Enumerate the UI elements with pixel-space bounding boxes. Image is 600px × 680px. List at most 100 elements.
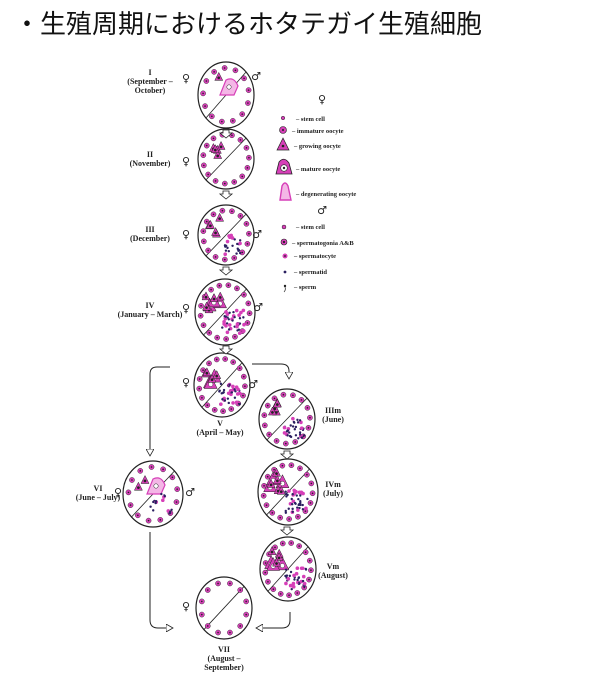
- growing-oocyte-mark: [268, 406, 277, 416]
- nucleus-mark: [239, 139, 242, 141]
- spermatid-mark: [302, 434, 306, 437]
- down-arrow: [218, 266, 234, 276]
- female-symbol: ♀: [182, 228, 190, 241]
- spermatid-mark: [235, 252, 238, 255]
- nucleus-mark: [268, 433, 270, 436]
- spermatid-mark: [237, 328, 241, 331]
- legend-male-label: – spermatogonia A&B: [291, 240, 354, 247]
- spermatocyte-mark: [235, 322, 240, 326]
- spermatid-mark: [287, 507, 290, 510]
- nucleus-mark: [213, 71, 215, 73]
- spermatid-mark: [230, 391, 234, 394]
- stage-numeral: IIIm: [325, 406, 341, 415]
- legend-male-label: – spermatid: [293, 269, 327, 276]
- nucleus-mark: [248, 156, 250, 159]
- spermatocyte-mark: [241, 308, 246, 313]
- spermatid-mark: [293, 428, 297, 431]
- legend-female-symbol: ♀: [318, 93, 326, 106]
- nucleus-mark: [311, 492, 314, 495]
- spermatid-mark: [284, 490, 287, 493]
- growing-oocyte-mark: [216, 140, 226, 150]
- nucleus-mark: [216, 336, 218, 339]
- female-symbol: ♀: [182, 376, 190, 389]
- nucleus-mark: [230, 408, 233, 410]
- spermatid-mark: [291, 510, 294, 514]
- flow-arrow: [149, 532, 172, 628]
- spermatocyte-mark: [225, 330, 230, 335]
- growing-oocyte-mark: [267, 546, 277, 555]
- spermatid-mark: [170, 508, 173, 511]
- nucleus-mark: [226, 84, 232, 90]
- nucleus-mark: [247, 102, 249, 104]
- gonad-stage-i: I(September –October)♀♂: [127, 61, 261, 129]
- nucleus-mark: [212, 137, 215, 140]
- nucleus-mark: [241, 113, 244, 115]
- nucleus-mark: [271, 512, 274, 514]
- nucleus-mark: [207, 173, 209, 176]
- spermatid-mark: [238, 402, 241, 406]
- spermatocyte-mark: [292, 573, 296, 578]
- nucleus-mark: [244, 385, 246, 388]
- sex-divider: [203, 586, 245, 630]
- nucleus-mark: [245, 147, 248, 149]
- spermatid-mark: [227, 401, 230, 405]
- spermatid-mark: [233, 396, 237, 399]
- growing-oocyte-mark: [140, 474, 150, 484]
- nucleus-mark: [275, 479, 279, 483]
- female-symbol: ♀: [182, 72, 190, 85]
- nucleus-mark: [246, 167, 249, 169]
- nucleus-mark: [153, 483, 159, 489]
- nucleus-mark: [284, 442, 287, 445]
- nucleus-mark: [275, 472, 278, 476]
- spermatid-mark: [238, 317, 242, 320]
- nucleus-mark: [202, 324, 205, 326]
- nucleus-mark: [298, 545, 300, 547]
- spermatocyte-mark: [298, 490, 302, 495]
- flow-arrow: [252, 363, 289, 378]
- spermatid-mark: [296, 421, 300, 424]
- spermatid-mark: [221, 398, 224, 401]
- nucleus-mark: [308, 559, 311, 562]
- growing-oocyte-mark: [202, 301, 211, 311]
- nucleus-mark: [131, 479, 133, 481]
- nucleus-mark: [208, 362, 210, 365]
- spermatid-mark: [226, 246, 229, 250]
- flow-arrow: [257, 612, 291, 628]
- spermatid-mark: [221, 326, 224, 329]
- spermatid-mark: [298, 506, 301, 510]
- spermatid-mark: [222, 391, 225, 394]
- nucleus-mark: [175, 501, 178, 503]
- stage-numeral: V: [217, 419, 223, 428]
- spermatocyte-mark: [231, 384, 235, 389]
- spermatocyte-mark: [241, 329, 246, 333]
- nucleus-mark: [263, 485, 265, 487]
- nucleus-mark: [238, 367, 241, 370]
- spermatid-mark: [223, 244, 227, 247]
- nucleus-mark: [221, 209, 224, 212]
- spermatid-mark: [286, 434, 289, 437]
- spermatocyte-mark: [237, 331, 242, 336]
- stage-period: (April – May): [196, 428, 243, 437]
- spermatid-mark: [224, 315, 227, 318]
- gonad-stage-iiim: IIIm(June): [258, 388, 344, 450]
- spermatocyte-mark: [282, 425, 287, 430]
- nucleus-mark: [269, 483, 273, 487]
- gonad-stage-vii: VII(August –September)♀: [182, 576, 253, 672]
- spermatocyte-mark: [225, 239, 230, 244]
- nucleus-mark: [176, 488, 178, 490]
- gonad-stage-v: V(April – May)♀♂: [182, 352, 258, 437]
- nucleus-mark: [159, 519, 162, 521]
- nucleus-mark: [218, 284, 221, 287]
- spermatid-mark: [231, 244, 234, 247]
- spermatid-mark: [163, 494, 167, 498]
- nucleus-mark: [198, 378, 201, 380]
- spermatid-mark: [238, 239, 242, 242]
- stage-period: (August): [318, 571, 348, 580]
- spermatocyte-mark: [284, 581, 288, 586]
- nucleus-mark: [231, 134, 233, 137]
- stage-numeral: IV: [146, 301, 155, 310]
- stage-period: (June): [322, 415, 344, 424]
- nucleus-mark: [273, 468, 275, 471]
- spermatid-mark: [297, 576, 301, 579]
